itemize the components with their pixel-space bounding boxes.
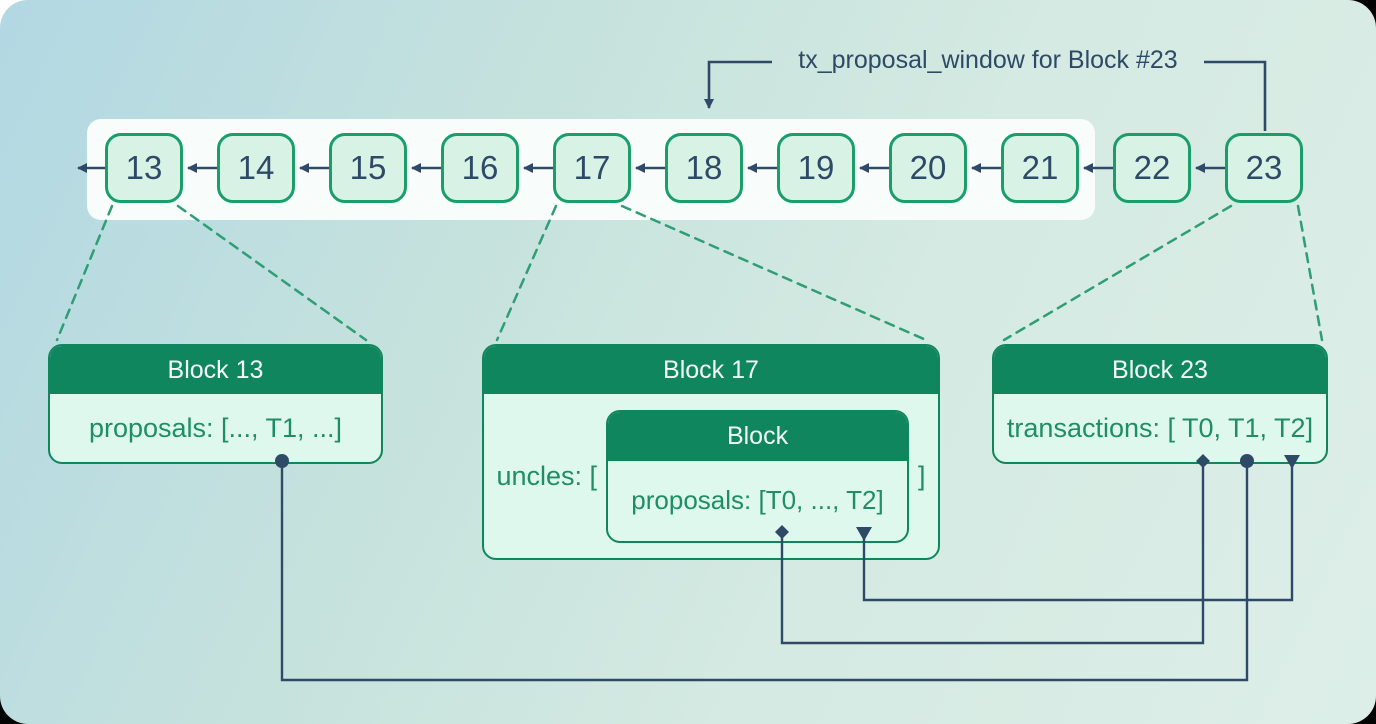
chain-block-22: 22 [1113, 133, 1191, 203]
block23-card-body: transactions: [ T0, T1, T2] [994, 394, 1326, 462]
chain-block-20: 20 [889, 133, 967, 203]
chain-block-18: 18 [665, 133, 743, 203]
block17-card-body: uncles: [ Block proposals: [T0, ..., T2]… [484, 394, 938, 558]
chain-block-19: 19 [777, 133, 855, 203]
chain-block-number: 16 [461, 149, 499, 186]
block23-detail-card: Block 23 transactions: [ T0, T1, T2] [992, 344, 1328, 464]
guide-block13-right [176, 204, 368, 342]
uncle-block-card-body: proposals: [T0, ..., T2] [608, 461, 907, 541]
chain-block-number: 13 [125, 149, 163, 186]
block13-card-title: Block 13 [167, 355, 264, 384]
guide-block13-left [55, 204, 114, 342]
block23-card-header: Block 23 [994, 346, 1326, 394]
chain-block-number: 15 [349, 149, 387, 186]
block13-card-header: Block 13 [50, 346, 381, 394]
uncles-suffix-text: ] [918, 460, 926, 491]
chain-block-17: 17 [553, 133, 631, 203]
chain-block-13: 13 [105, 133, 183, 203]
uncle-block-card-title: Block [726, 421, 789, 450]
chain-block-number: 20 [909, 149, 947, 186]
annotation-left-arrow [704, 60, 772, 109]
guide-block23-left [1002, 204, 1233, 342]
chain-block-number: 22 [1133, 149, 1171, 186]
guide-block17-left [495, 204, 558, 342]
uncles-prefix-text: uncles: [ [496, 460, 598, 491]
chain-block-23: 23 [1225, 133, 1303, 203]
block13-detail-card: Block 13 proposals: [..., T1, ...] [48, 344, 383, 464]
block17-card-header: Block 17 [484, 346, 938, 394]
block23-card-title: Block 23 [1112, 355, 1208, 384]
chain-block-number: 21 [1021, 149, 1059, 186]
uncle-block-card-header: Block [608, 411, 908, 461]
dashed-guides [55, 204, 1324, 342]
block17-detail-card: Block 17 uncles: [ Block proposals: [T0,… [482, 344, 940, 560]
uncle-block-card: Block proposals: [T0, ..., T2] [606, 409, 910, 543]
block17-card-title: Block 17 [663, 355, 759, 384]
annotation-right-line [1204, 60, 1267, 131]
block23-transactions-text: transactions: [ T0, T1, T2] [1006, 412, 1314, 443]
chain-block-15: 15 [329, 133, 407, 203]
guide-block23-right [1296, 204, 1324, 342]
chain-block-number: 19 [797, 149, 835, 186]
block13-card-body: proposals: [..., T1, ...] [50, 394, 381, 462]
uncle-proposals-text: proposals: [T0, ..., T2] [631, 485, 884, 515]
chain-block-14: 14 [217, 133, 295, 203]
annotation-label: tx_proposal_window for Block #23 [798, 46, 1178, 74]
chain-block-number: 14 [237, 149, 275, 186]
chain-block-16: 16 [441, 133, 519, 203]
block13-proposals-text: proposals: [..., T1, ...] [88, 412, 343, 443]
chain-block-number: 17 [573, 149, 611, 186]
chain-block-number: 18 [685, 149, 723, 186]
chain-block-21: 21 [1001, 133, 1079, 203]
chain-block-number: 23 [1245, 149, 1283, 186]
guide-block17-right [620, 204, 928, 342]
